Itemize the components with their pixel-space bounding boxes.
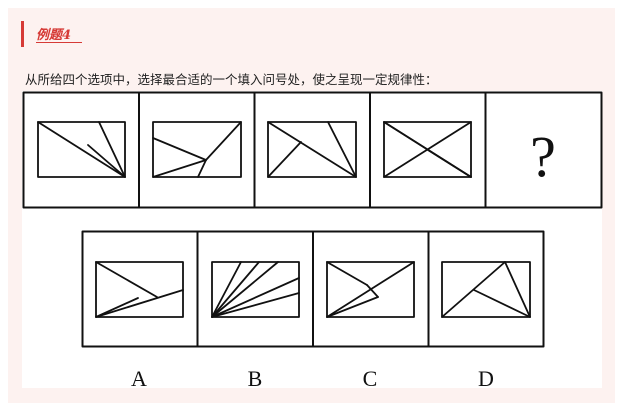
option-c-figure[interactable] <box>326 261 415 318</box>
sequence-figure-2 <box>152 121 242 178</box>
options-strip <box>81 230 545 348</box>
sequence-strip <box>22 91 603 209</box>
question-text: 从所给四个选项中，选择最合适的一个填入问号处，使之呈现一定规律性： <box>25 72 438 87</box>
example-tag-label: 例题4 <box>36 28 72 43</box>
option-b-figure[interactable] <box>211 261 300 318</box>
option-a-figure[interactable] <box>95 261 184 318</box>
sequence-figure-4 <box>383 121 472 178</box>
example-tag: 例题4 <box>21 21 82 47</box>
unknown-question-mark: ? <box>530 124 556 189</box>
sequence-figure-3 <box>267 121 357 178</box>
option-c-label[interactable]: C <box>362 366 378 391</box>
option-b-label[interactable]: B <box>247 366 263 391</box>
option-d-label[interactable]: D <box>478 366 494 391</box>
example-tag-underline <box>36 42 82 43</box>
sequence-figure-1 <box>37 121 126 178</box>
option-d-figure[interactable] <box>441 261 531 318</box>
option-a-label[interactable]: A <box>131 366 147 391</box>
